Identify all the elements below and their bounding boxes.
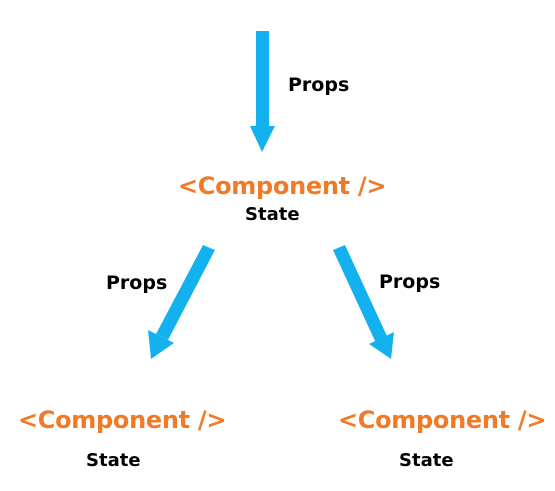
component-right-label: <Component /> bbox=[338, 406, 547, 434]
props-label-right: Props bbox=[379, 271, 441, 293]
arrow-down-right bbox=[333, 245, 394, 359]
state-root-label: State bbox=[245, 204, 300, 225]
component-root-label: <Component /> bbox=[178, 172, 387, 200]
props-label-left: Props bbox=[106, 272, 168, 294]
state-left-label: State bbox=[86, 450, 141, 471]
component-left-label: <Component /> bbox=[18, 406, 227, 434]
arrow-down-left bbox=[148, 245, 215, 359]
arrow-down-top bbox=[250, 31, 275, 152]
state-right-label: State bbox=[399, 450, 454, 471]
props-label-top: Props bbox=[288, 74, 350, 96]
